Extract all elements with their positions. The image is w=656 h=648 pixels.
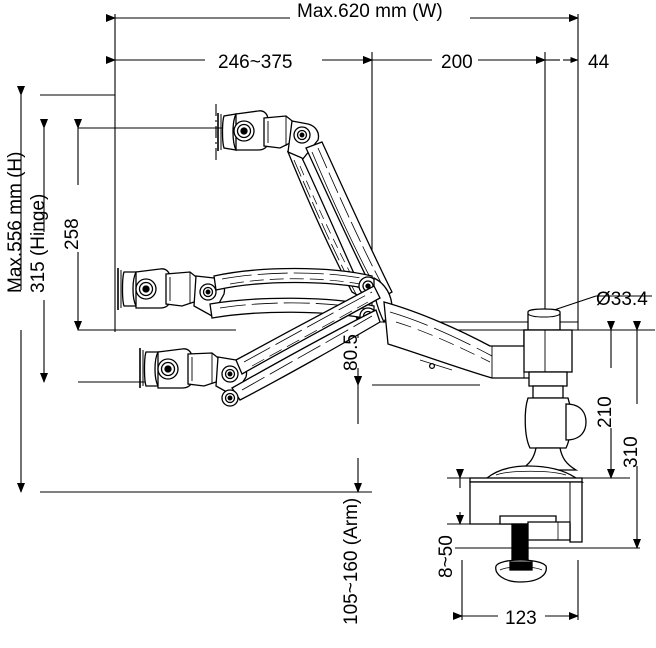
label-arm-height-range: 105~160 (Arm) (341, 498, 362, 625)
dimension-lines (17, 14, 641, 620)
label-clamp-depth: 123 (505, 608, 537, 629)
label-hinge-travel: 258 (62, 218, 83, 250)
arm-assembly-lower-position (139, 285, 381, 407)
label-extension-arm: 200 (441, 52, 473, 73)
desk-clamp-base (469, 465, 585, 583)
label-post-height-upper: 210 (595, 396, 616, 428)
arm-assembly-upper-position (215, 104, 393, 302)
mounting-post (517, 308, 587, 471)
label-post-diameter: Ø33.4 (596, 289, 648, 310)
label-post-height-total: 310 (621, 436, 642, 468)
main-horizontal-arm (383, 301, 543, 379)
label-overall-height: Max.556 mm (H) (5, 152, 26, 293)
label-overall-width: Max.620 mm (W) (297, 1, 443, 22)
dimension-labels: Max.620 mm (W) 246~375 200 44 Max.556 mm… (5, 1, 648, 629)
label-hinge-height: 315 (Hinge) (28, 194, 49, 293)
label-arm-drop: 80.5 (341, 334, 362, 371)
label-head-offset: 44 (588, 52, 610, 73)
arm-assembly-middle-position (117, 267, 393, 325)
label-arm-reach-range: 246~375 (218, 52, 293, 73)
label-clamp-range: 8~50 (436, 535, 457, 578)
